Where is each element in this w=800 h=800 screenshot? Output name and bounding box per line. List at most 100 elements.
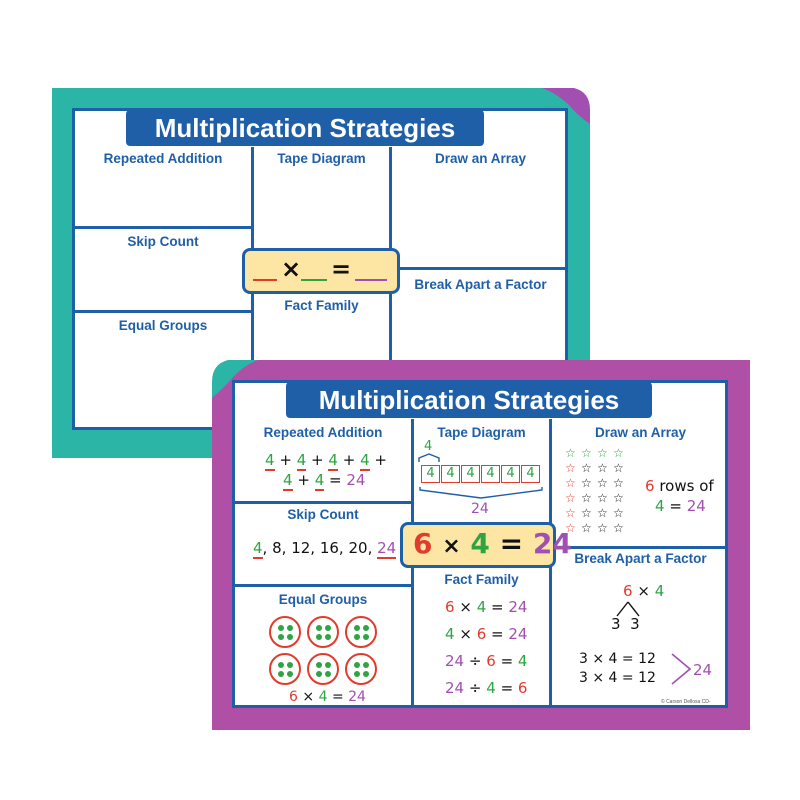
- front-equal-groups-title: Equal Groups: [278, 592, 368, 607]
- big-factor-a: 6: [413, 527, 433, 560]
- array-caption-line-2: 4 = 24: [655, 497, 706, 515]
- group-circle: [307, 616, 339, 648]
- equals-sign: =: [669, 497, 682, 515]
- big-times-sign: ×: [442, 534, 461, 559]
- big-equals-sign: =: [499, 527, 524, 560]
- addend: 4: [314, 471, 325, 491]
- front-chart: Repeated Addition Tape Diagram Draw an A…: [212, 360, 750, 730]
- repeated-addition-line-2: 4 + 4 = 24: [283, 471, 365, 491]
- tape-bottom-brace: [419, 487, 543, 499]
- big-product: 24: [532, 527, 572, 560]
- array-rows-word: rows of: [659, 477, 714, 495]
- back-curled-corner: [542, 88, 590, 124]
- skip-count-value: 8: [272, 539, 282, 557]
- front-skip-count-title: Skip Count: [287, 507, 359, 522]
- array-star: ☆: [597, 446, 608, 460]
- copyright-text: © Carson Dellosa CD-148001: [661, 699, 711, 708]
- back-draw-array-title: Draw an Array: [434, 151, 527, 166]
- group-circle: [307, 653, 339, 685]
- break-apart-bracket: [671, 653, 691, 685]
- tape-cell: 4: [481, 465, 500, 483]
- array-star: ☆: [581, 476, 592, 490]
- break-apart-result: 24: [693, 661, 713, 679]
- array-product: 24: [686, 497, 706, 515]
- group-circle: [269, 653, 301, 685]
- fact-family-row-3: 24 ÷ 6 = 4: [445, 652, 528, 670]
- break-apart-split: 3 3: [611, 615, 640, 633]
- array-star: ☆: [597, 461, 608, 475]
- addend: 4: [265, 451, 275, 471]
- back-equation-box: × =: [242, 248, 400, 294]
- equals-sign: =: [329, 471, 342, 489]
- back-divider-3: [75, 226, 251, 229]
- repeated-addition-line-1: 4 + 4 + 4 + 4 +: [265, 451, 387, 471]
- back-repeated-addition-title: Repeated Addition: [103, 151, 223, 166]
- product: 24: [348, 689, 366, 705]
- plus-sign: +: [374, 451, 387, 469]
- front-tape-diagram-title: Tape Diagram: [437, 425, 526, 440]
- array-star: ☆: [565, 506, 576, 520]
- big-factor-b: 4: [470, 527, 490, 560]
- array-caption-line-1: 6 rows of: [645, 477, 714, 495]
- back-equal-groups-title: Equal Groups: [118, 318, 208, 333]
- addend: 4: [328, 451, 338, 471]
- times-sign: ×: [302, 689, 315, 705]
- tape-cell: 4: [501, 465, 520, 483]
- plus-sign: +: [311, 451, 324, 469]
- array-star: ☆: [581, 461, 592, 475]
- addend: 4: [296, 451, 307, 471]
- back-divider-5: [389, 267, 565, 270]
- array-star: ☆: [581, 506, 592, 520]
- group-circle: [345, 653, 377, 685]
- front-divider-3: [235, 501, 411, 504]
- plus-sign: +: [297, 471, 310, 489]
- front-break-apart-title: Break Apart a Factor: [574, 551, 707, 566]
- tape-cell: 4: [421, 465, 440, 483]
- array-star: ☆: [613, 461, 624, 475]
- array-rows-number: 6: [645, 477, 655, 495]
- star-array: ☆☆☆☆☆☆☆☆☆☆☆☆☆☆☆☆☆☆☆☆☆☆☆☆: [565, 447, 645, 537]
- front-divider-5: [549, 546, 725, 549]
- front-repeated-addition-title: Repeated Addition: [263, 425, 383, 440]
- array-star: ☆: [581, 446, 592, 460]
- array-star: ☆: [581, 521, 592, 535]
- fact-family-row-2: 4 × 6 = 24: [445, 625, 528, 643]
- group-circle: [345, 616, 377, 648]
- array-star: ☆: [565, 446, 576, 460]
- back-equation-blank-2: [301, 279, 327, 281]
- fact-family-row-4: 24 ÷ 4 = 6: [445, 679, 528, 697]
- skip-count-value: 12: [291, 539, 311, 557]
- array-star: ☆: [613, 506, 624, 520]
- array-star: ☆: [613, 491, 624, 505]
- array-star: ☆: [597, 476, 608, 490]
- array-star: ☆: [613, 446, 624, 460]
- array-star: ☆: [613, 476, 624, 490]
- front-curled-corner: [212, 360, 258, 398]
- array-star: ☆: [613, 521, 624, 535]
- skip-count-end: 24: [377, 539, 397, 559]
- break-apart-top: 6 × 4: [623, 582, 665, 600]
- back-divider-4: [75, 310, 251, 313]
- array-star: ☆: [581, 491, 592, 505]
- tape-cell: 4: [461, 465, 480, 483]
- front-big-equation: 6 × 4 = 24: [413, 527, 572, 560]
- array-star: ☆: [597, 521, 608, 535]
- break-apart-line-2: 3 × 4 = 12: [579, 670, 656, 686]
- array-star: ☆: [597, 506, 608, 520]
- back-skip-count-title: Skip Count: [127, 234, 199, 249]
- front-fact-family-title: Fact Family: [444, 572, 519, 587]
- equals-sign: =: [331, 689, 344, 705]
- back-equation-equals: =: [331, 255, 352, 283]
- factor-a: 6: [289, 689, 298, 705]
- skip-count-sequence: 4, 8, 12, 16, 20, 24: [253, 539, 397, 559]
- back-equation-times: ×: [281, 255, 302, 283]
- array-star: ☆: [565, 521, 576, 535]
- factor-b: 4: [318, 689, 328, 705]
- equal-groups-equation: 6 × 4 = 24: [289, 689, 366, 705]
- array-star: ☆: [565, 461, 576, 475]
- tape-cell: 4: [441, 465, 460, 483]
- break-apart-line-1: 3 × 4 = 12: [579, 651, 656, 667]
- addend: 4: [360, 451, 370, 471]
- group-circle: [269, 616, 301, 648]
- array-star: ☆: [565, 476, 576, 490]
